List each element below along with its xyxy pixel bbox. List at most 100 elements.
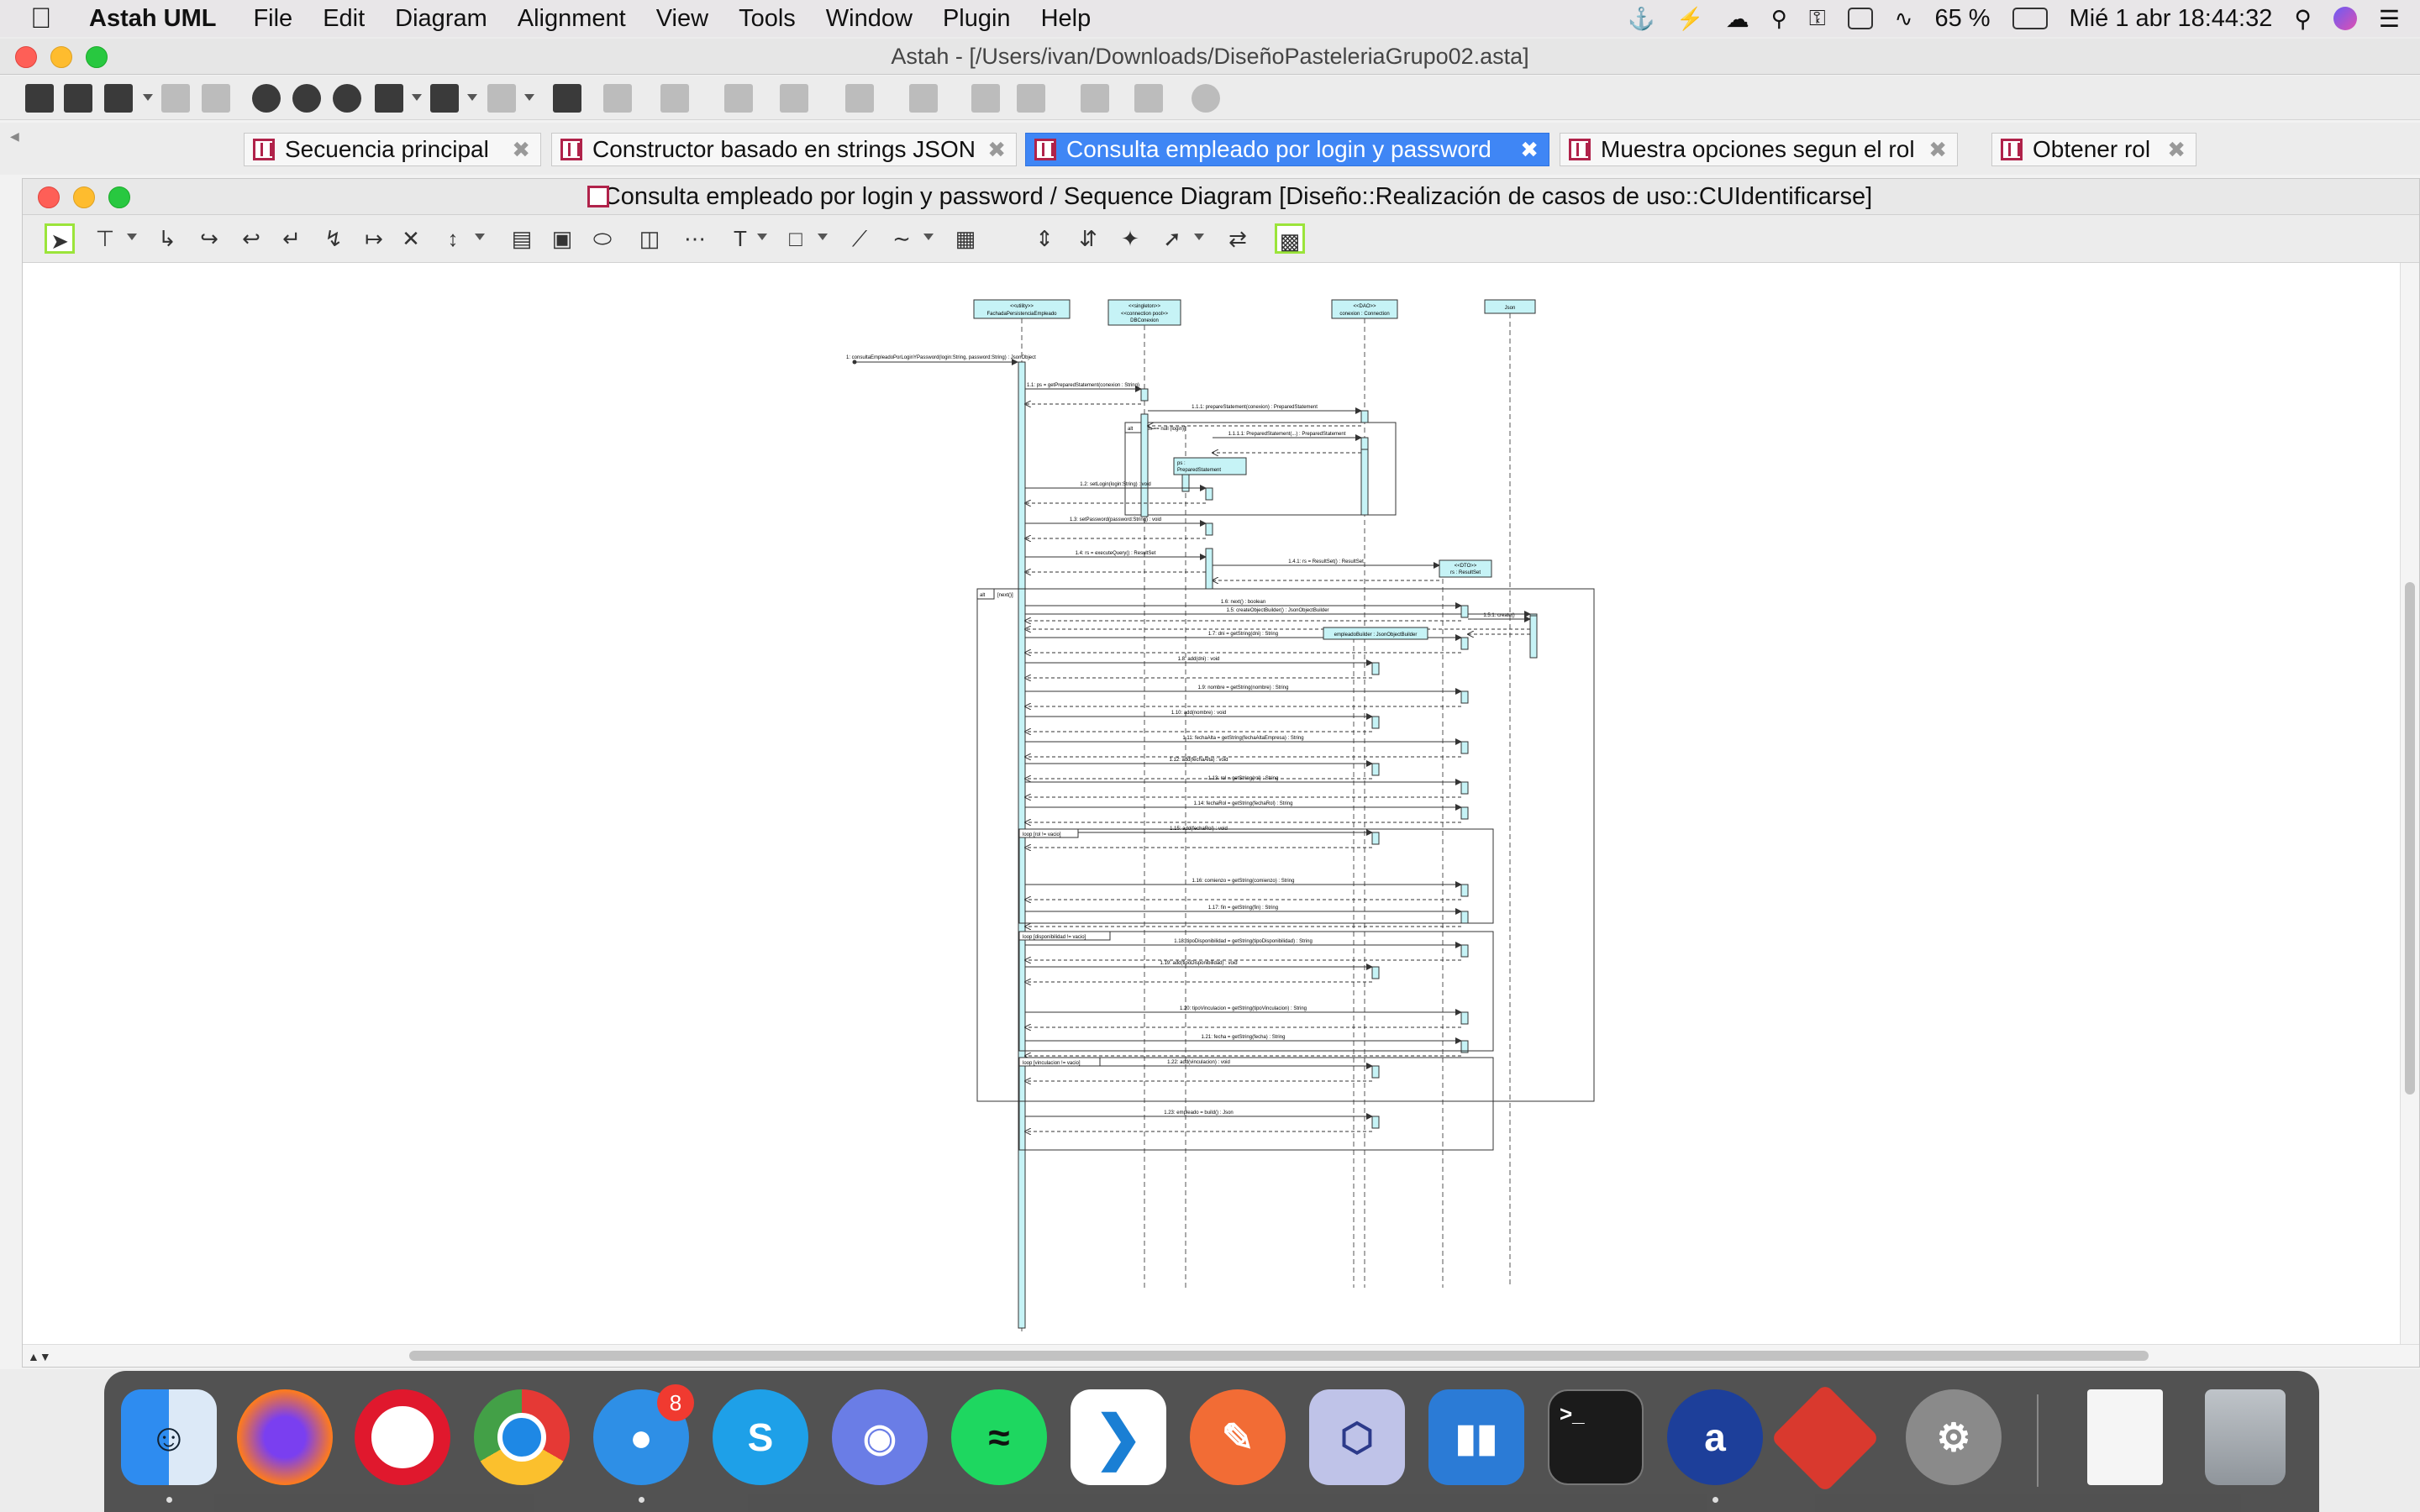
note-anchor-tool-icon[interactable]: ⋯ <box>684 226 706 251</box>
menu-window[interactable]: Window <box>825 4 913 32</box>
terminal-icon[interactable]: >_ <box>1548 1389 1644 1485</box>
activation-bar[interactable] <box>1205 487 1213 501</box>
tab-muestra-opciones[interactable]: Muestra opciones segun el rol ✖ <box>1560 133 1958 166</box>
diagram-canvas[interactable]: <<utility>> FachadaPersistenciaEmpleado … <box>23 263 2401 1347</box>
fit-to-window-icon[interactable] <box>375 84 403 113</box>
virtualbox-icon[interactable]: ⬡ <box>1309 1389 1405 1485</box>
connector-style-icon[interactable]: ➚ <box>1163 226 1181 251</box>
duration-dropdown-icon[interactable] <box>475 234 485 240</box>
frame-size-icon[interactable]: ⇄ <box>1228 226 1247 251</box>
pin-tool-icon[interactable]: ✦ <box>1121 226 1139 251</box>
lifeline-conexion[interactable]: <<DAO>> conexion : Connection <box>1331 299 1398 319</box>
activation-bar[interactable] <box>1140 388 1149 402</box>
fragment-loop-disponibilidad[interactable]: loop [disponibilidad != vacio] <box>1018 931 1494 1052</box>
vscode-icon[interactable]: ❯ <box>1071 1389 1166 1485</box>
freehand-dropdown-icon[interactable] <box>923 234 934 240</box>
async-message-tool-icon[interactable]: ↪ <box>200 226 218 251</box>
battery-icon[interactable] <box>2012 8 2048 29</box>
tab-consulta-empleado[interactable]: Consulta empleado por login y password ✖ <box>1025 133 1549 166</box>
vertical-scroll-thumb[interactable] <box>2405 582 2415 1095</box>
notification-center-icon[interactable]: ☰ <box>2378 5 2400 32</box>
auto-layout-icon[interactable]: ▩ <box>1275 223 1305 254</box>
tab-obtener-rol[interactable]: Obtener rol ✖ <box>1991 133 2196 166</box>
astah-icon[interactable]: a <box>1667 1389 1763 1485</box>
zoom-window-button[interactable] <box>86 46 108 68</box>
tweetbot-icon[interactable]: ●8 <box>593 1384 694 1485</box>
stop-tool-icon[interactable]: ✕ <box>402 226 420 251</box>
select-tool-icon[interactable]: ➤ <box>45 223 75 254</box>
tab-close-icon[interactable]: ✖ <box>1928 136 1947 162</box>
activation-bar[interactable] <box>1371 763 1380 776</box>
close-diagram-button[interactable] <box>38 186 60 208</box>
fragment-loop-vinculacion[interactable]: loop [vinculacion != vacio] <box>1018 1057 1494 1151</box>
shape-icon[interactable] <box>1192 84 1220 113</box>
reply-message-tool-icon[interactable]: ↩ <box>242 226 260 251</box>
search-icon[interactable] <box>252 84 281 113</box>
activation-bar[interactable] <box>1460 806 1469 820</box>
system-preferences-icon[interactable]: ⚙ <box>1906 1389 2002 1485</box>
chrome-icon[interactable] <box>474 1389 570 1485</box>
align-left-icon[interactable] <box>660 84 689 113</box>
forward-dropdown-icon[interactable] <box>524 94 534 101</box>
open-file-icon[interactable] <box>64 84 92 113</box>
minimize-window-button[interactable] <box>50 46 72 68</box>
structure-icon[interactable] <box>553 84 581 113</box>
activation-bar[interactable] <box>1360 437 1369 450</box>
redo-icon[interactable] <box>202 84 230 113</box>
horizontal-scroll-thumb[interactable] <box>409 1351 2149 1361</box>
lifeline-tool-icon[interactable]: ⊤ <box>95 226 115 251</box>
tab-secuencia-principal[interactable]: Secuencia principal ✖ <box>244 133 541 166</box>
activation-bar[interactable] <box>1360 410 1369 423</box>
discord-icon[interactable]: ◉ <box>832 1389 928 1485</box>
wifi-icon[interactable]: ∿ <box>1894 5 1913 31</box>
state-invariant-tool-icon[interactable]: ⬭ <box>592 226 613 251</box>
collapse-panel-icon[interactable]: ▲▼ <box>28 1350 51 1363</box>
group-icon[interactable] <box>1134 84 1163 113</box>
rectangle-dropdown-icon[interactable] <box>818 234 828 240</box>
activation-bar[interactable] <box>1460 741 1469 754</box>
trash-icon[interactable] <box>2205 1389 2286 1485</box>
menu-tools[interactable]: Tools <box>739 4 796 32</box>
line-style-icon[interactable] <box>1017 84 1045 113</box>
text-dropdown-icon[interactable] <box>757 234 767 240</box>
image-tool-icon[interactable]: ▦ <box>955 226 976 251</box>
opera-icon[interactable] <box>355 1389 450 1485</box>
font-color-icon[interactable] <box>909 84 938 113</box>
skype-icon[interactable]: S <box>713 1389 808 1485</box>
fill-color-icon[interactable] <box>780 84 808 113</box>
activation-bar[interactable] <box>1460 944 1469 958</box>
trello-icon[interactable]: ▮▮ <box>1428 1389 1524 1485</box>
menu-edit[interactable]: Edit <box>323 4 366 32</box>
key-icon[interactable]: ⚿ <box>1808 5 1826 30</box>
lifeline-fachada[interactable]: <<utility>> FachadaPersistenciaEmpleado <box>973 299 1071 319</box>
finder-icon[interactable]: ☺ <box>121 1389 217 1485</box>
combined-fragment-tool-icon[interactable]: ▤ <box>511 226 533 251</box>
spotlight-icon[interactable]: ⚲ <box>2294 5 2312 32</box>
connector-dropdown-icon[interactable] <box>1194 234 1204 240</box>
save-icon[interactable] <box>104 84 133 113</box>
destroy-message-tool-icon[interactable]: ↯ <box>324 226 343 251</box>
sync-message-tool-icon[interactable]: ↳ <box>158 226 176 251</box>
freehand-tool-icon[interactable]: ∼ <box>892 226 911 251</box>
apple-menu-icon[interactable]:  <box>30 3 64 35</box>
activation-bar[interactable] <box>1205 522 1213 536</box>
align-top-icon[interactable] <box>603 84 632 113</box>
fragment-loop-rol[interactable]: loop [rol != vacio] <box>1018 828 1494 924</box>
zoom-dropdown-icon[interactable] <box>412 94 422 101</box>
new-file-icon[interactable] <box>25 84 54 113</box>
activation-bar[interactable] <box>1460 1011 1469 1025</box>
activation-bar[interactable] <box>1371 716 1380 729</box>
postman-icon[interactable]: ✎ <box>1190 1389 1286 1485</box>
horizontal-scrollbar[interactable]: ▲▼ <box>23 1344 2419 1367</box>
activation-bar[interactable] <box>1460 1040 1469 1053</box>
save-dropdown-icon[interactable] <box>143 94 153 101</box>
activation-bar[interactable] <box>1460 884 1469 897</box>
menu-alignment[interactable]: Alignment <box>517 4 626 32</box>
minimize-diagram-button[interactable] <box>73 186 95 208</box>
tab-close-icon[interactable]: ✖ <box>512 136 530 162</box>
activation-bar[interactable] <box>1371 1065 1380 1079</box>
font-size-icon[interactable] <box>971 84 1000 113</box>
tab-constructor-json[interactable]: Constructor basado en strings JSON ✖ <box>551 133 1017 166</box>
line-color-icon[interactable] <box>845 84 874 113</box>
duration-tool-icon[interactable]: ↕ <box>447 226 459 251</box>
